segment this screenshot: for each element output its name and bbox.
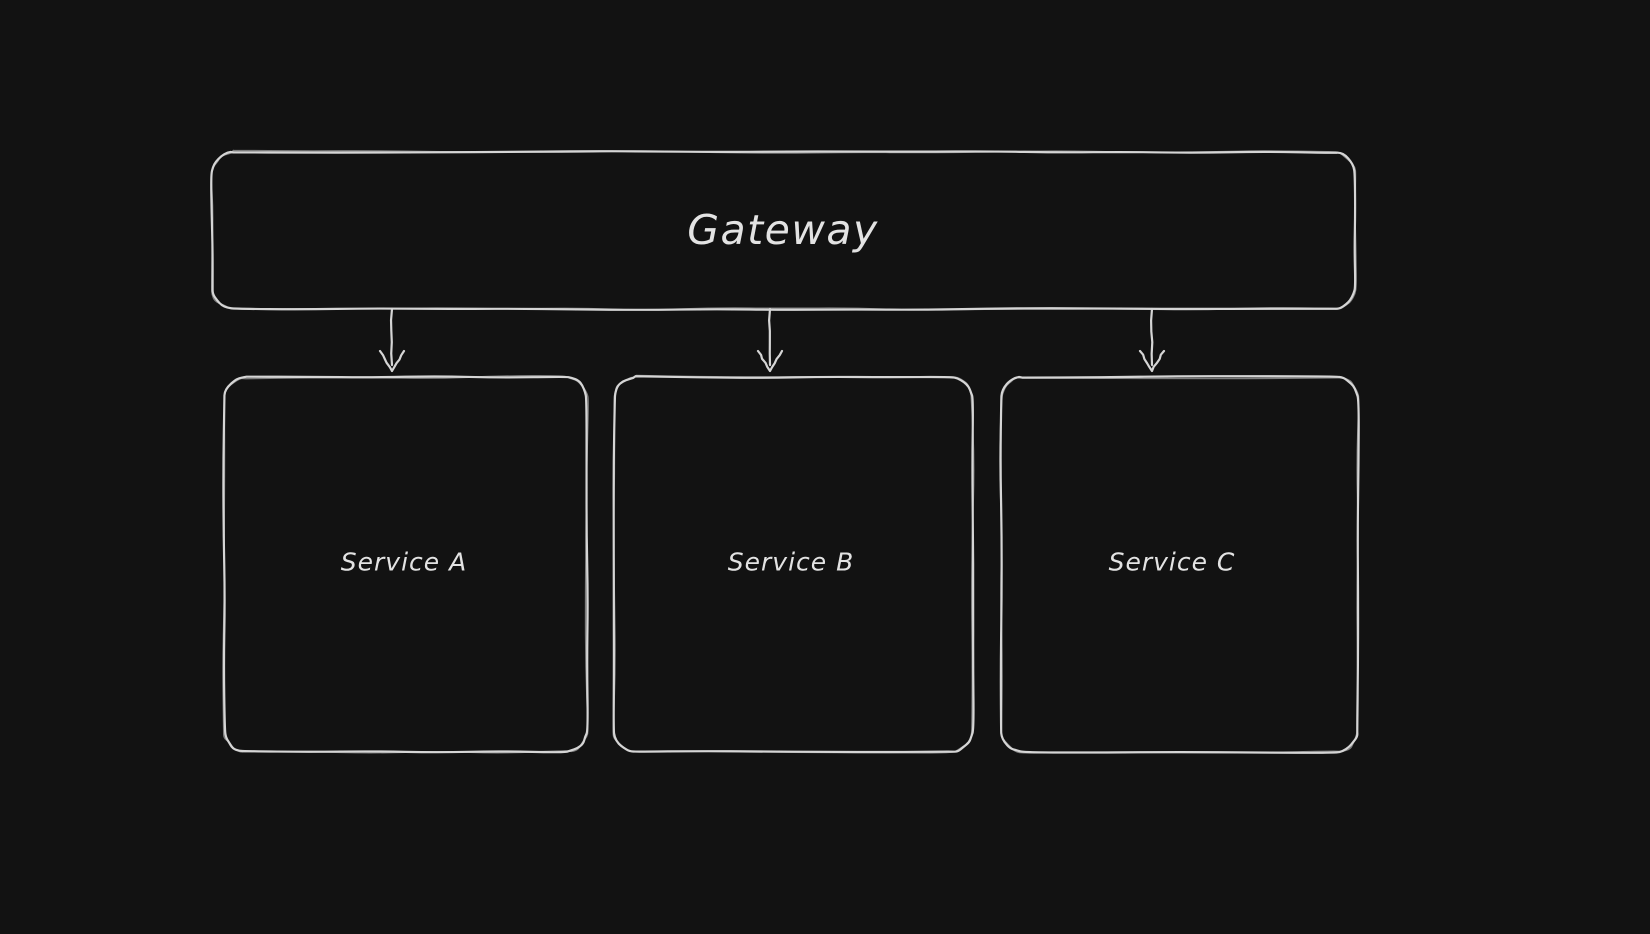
node-label-service-a: Service A [340, 547, 468, 577]
node-gateway[interactable] [212, 152, 1355, 309]
node-service-b[interactable] [614, 377, 973, 752]
node-label-service-b: Service B [727, 547, 855, 577]
node-service-a[interactable] [224, 377, 587, 752]
node-label-service-c: Service C [1108, 547, 1236, 577]
node-label-gateway: Gateway [687, 206, 879, 254]
node-service-c[interactable] [1001, 377, 1358, 752]
edge-gateway-to-service-b[interactable] [756, 309, 784, 371]
edge-gateway-to-service-c[interactable] [1138, 309, 1166, 371]
edge-gateway-to-service-a[interactable] [378, 309, 406, 371]
